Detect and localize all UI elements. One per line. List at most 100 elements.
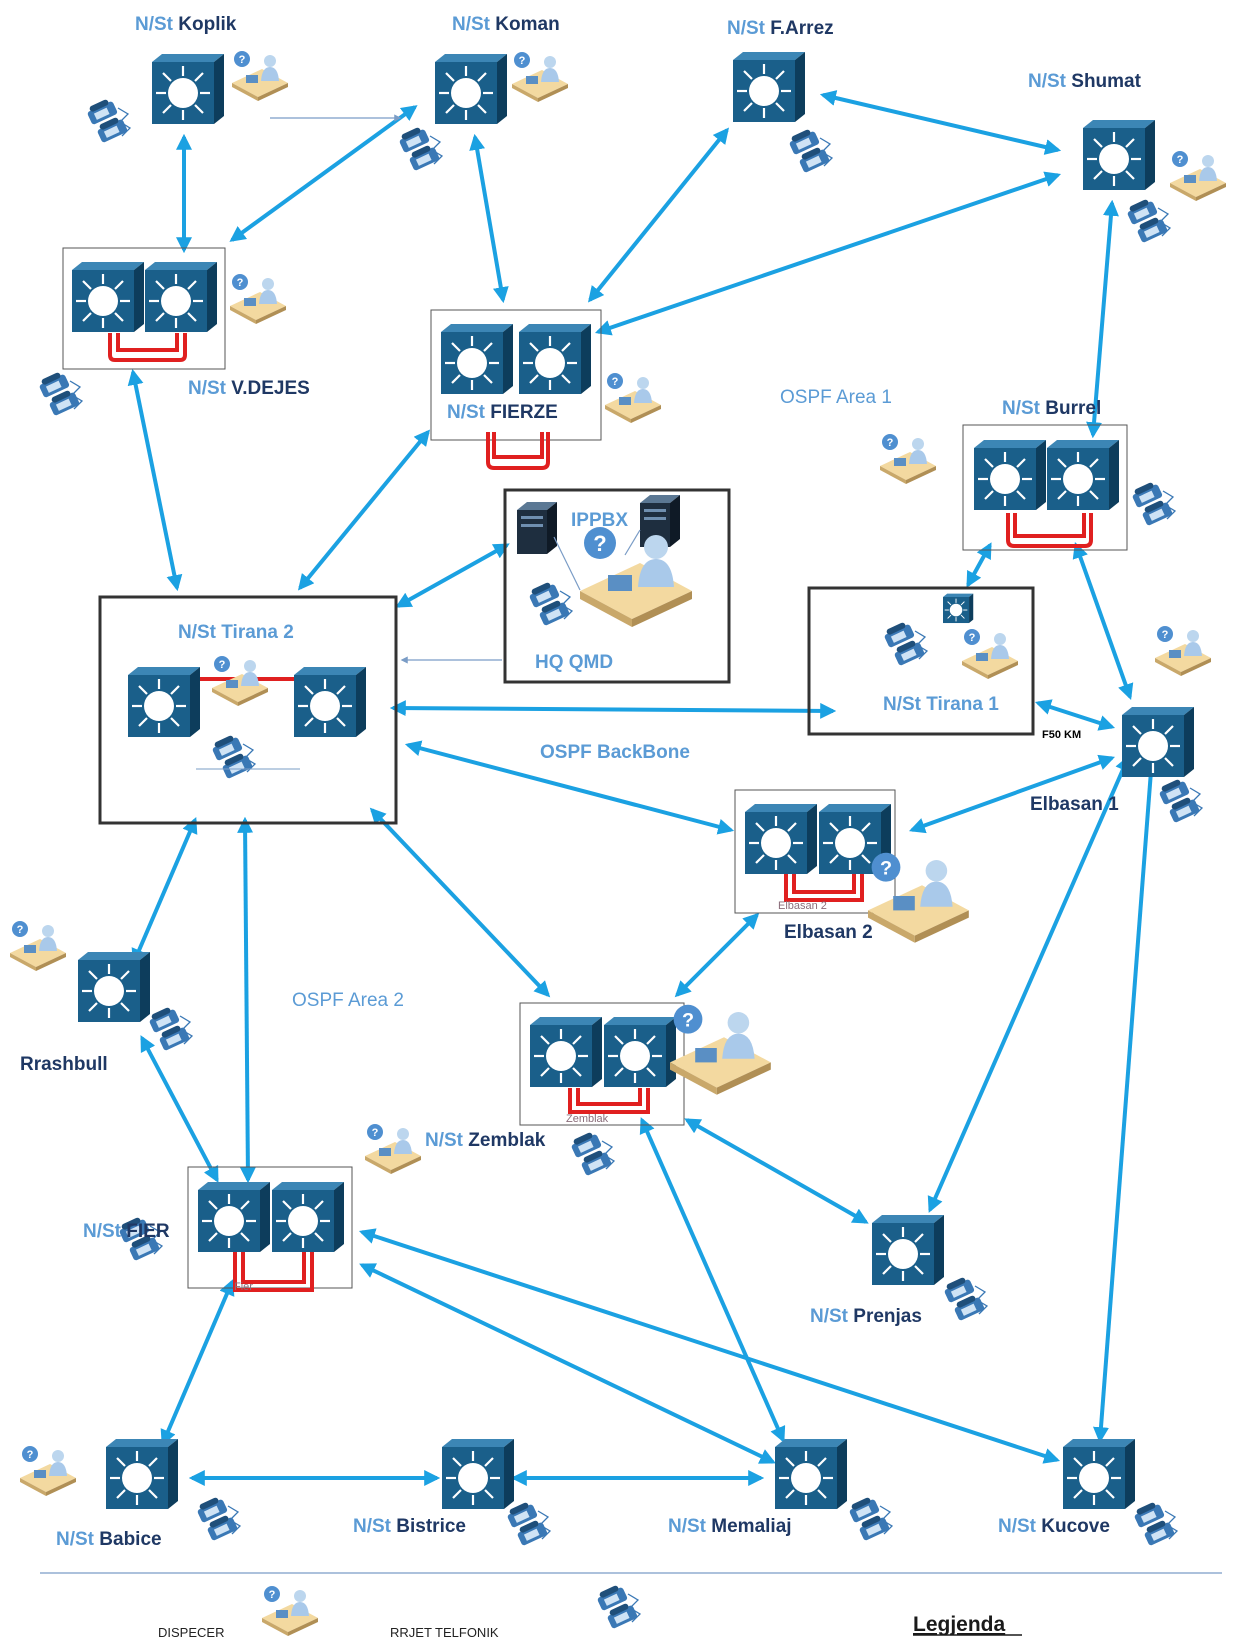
phones-babice [194, 1494, 241, 1542]
switch-vdejes-b [143, 260, 219, 334]
switch-burrel-a [972, 438, 1048, 512]
dispatcher-zemblak [365, 1124, 421, 1174]
switch-fierze-b [517, 322, 593, 396]
link-shumat-burrel [1086, 199, 1119, 439]
label-f50km: F50 KM [1042, 729, 1081, 741]
link-farrez-shumat [819, 90, 1062, 155]
dispatcher-babice [20, 1446, 76, 1496]
switch-tirana2-b [292, 665, 368, 739]
switch-prenjas [870, 1213, 946, 1287]
label-tirana1: N/St Tirana 1 [883, 694, 999, 715]
label-fier-inner: Fier [234, 1281, 253, 1293]
switch-vdejes-a [70, 260, 146, 334]
switch-farrez [731, 50, 807, 124]
link-rrashbull-fier [140, 1035, 219, 1183]
label-fierze: N/St FIERZE [447, 402, 558, 423]
label-babice: N/St Babice [56, 1529, 162, 1550]
label-ospf-backbone: OSPF BackBone [540, 742, 690, 763]
stack-bonds [108, 333, 1093, 1292]
bond-vdejes [108, 333, 187, 362]
label-elbasan2: Elbasan 2 [784, 922, 873, 943]
label-zemblak-inner: Zemblak [566, 1113, 609, 1125]
phones-zemblak [568, 1129, 615, 1177]
label-tirana2: N/St Tirana 2 [178, 622, 294, 643]
label-zemblak: N/St Zemblak [425, 1130, 546, 1151]
phones-kucove [1131, 1499, 1178, 1547]
label-kucove: N/St Kucove [998, 1516, 1110, 1537]
phones-shumat [1124, 196, 1171, 244]
link-burrel-tirana1 [966, 542, 992, 588]
bond-fier-inner [241, 1250, 306, 1284]
box-tirana2 [98, 595, 398, 825]
switch-fier-b [270, 1180, 346, 1254]
dispatcher-burrel [880, 434, 936, 484]
switch-koman [433, 52, 509, 126]
label-vdejes: N/St V.DEJES [188, 378, 310, 399]
phones-elbasan1 [1156, 776, 1203, 824]
dispatcher-shumat [1170, 151, 1226, 201]
link-elbasan2-zemblak [674, 912, 760, 998]
label-shumat: N/St Shumat [1028, 71, 1142, 92]
box-tirana1 [807, 586, 1035, 736]
label-ospf-area1: OSPF Area 1 [780, 387, 892, 408]
bond-zemblak-inner [576, 1088, 642, 1106]
dispatcher-vdejes [230, 274, 286, 324]
link-elbasan1-prenjas [927, 755, 1131, 1213]
link-koman-fierze [469, 133, 509, 304]
switch-elbasan2-a [743, 802, 819, 876]
legend-rrjet: RRJET TELFONIK [390, 1625, 499, 1638]
switch-fier-a [196, 1180, 272, 1254]
switch-shumat [1081, 118, 1157, 192]
phones-prenjas [941, 1274, 988, 1322]
dispatcher-elbasan2 [868, 852, 969, 943]
link-burrel-elbasan1 [1072, 541, 1134, 701]
label-elbasan1: Elbasan 1 [1030, 794, 1119, 815]
link-tirana2-elbasan2 [404, 740, 735, 835]
bond-zemblak [568, 1088, 650, 1114]
label-hq-qmd: HQ QMD [535, 652, 613, 673]
link-tirana2-rrashbull [131, 817, 198, 965]
phones-bistrice [504, 1499, 551, 1547]
switch-memaliaj [773, 1437, 849, 1511]
box-hq [503, 488, 731, 684]
label-bistrice: N/St Bistrice [353, 1516, 466, 1537]
switch-tirana1 [942, 593, 974, 624]
dispatcher-tirana1 [962, 629, 1018, 679]
switch-elbasan1 [1120, 705, 1196, 779]
switch-zemblak-a [528, 1015, 604, 1089]
link-zemblak-prenjas [684, 1118, 869, 1224]
link-ippbx-tirana2 [395, 543, 510, 608]
switch-koplik [150, 52, 226, 126]
bond-burrel-inner [1013, 513, 1086, 538]
bond-fier [233, 1250, 314, 1292]
phones-farrez [786, 126, 833, 174]
label-elbasan2-inner: Elbasan 2 [778, 900, 827, 912]
link-tirana2-fier [237, 816, 256, 1184]
dispatcher-zemblak-b [670, 1004, 771, 1095]
switch-zemblak-b [602, 1015, 678, 1089]
switch-kucove [1061, 1437, 1137, 1511]
links [127, 90, 1160, 1486]
switch-bistrice [440, 1437, 516, 1511]
link-fierze-tirana2 [297, 429, 431, 591]
bond-fierze [486, 432, 550, 470]
label-ippbx: IPPBX [571, 510, 628, 531]
switch-burrel-b [1045, 438, 1121, 512]
legend-phone-icon [594, 1582, 641, 1630]
box-fierze [430, 309, 602, 441]
link-fier-kucove [358, 1228, 1061, 1464]
label-ospf-area2: OSPF Area 2 [292, 990, 404, 1011]
dispatcher-rrashbull [10, 921, 66, 971]
link-farrez-fierze [587, 127, 730, 303]
phones-burrel [1129, 479, 1176, 527]
switch-babice [104, 1437, 180, 1511]
link-shumat-fierze [594, 171, 1062, 336]
bond-elbasan2 [784, 874, 864, 902]
label-rrashbull: Rrashbull [20, 1054, 108, 1075]
link-fier-memaliaj [359, 1263, 776, 1464]
link-tirana1-elbasan1 [1034, 699, 1116, 731]
label-burrel: N/St Burrel [1002, 398, 1101, 419]
phones-hq [526, 579, 573, 627]
phones-koplik [84, 96, 131, 144]
link-tirana2-tirana1 [389, 700, 837, 719]
